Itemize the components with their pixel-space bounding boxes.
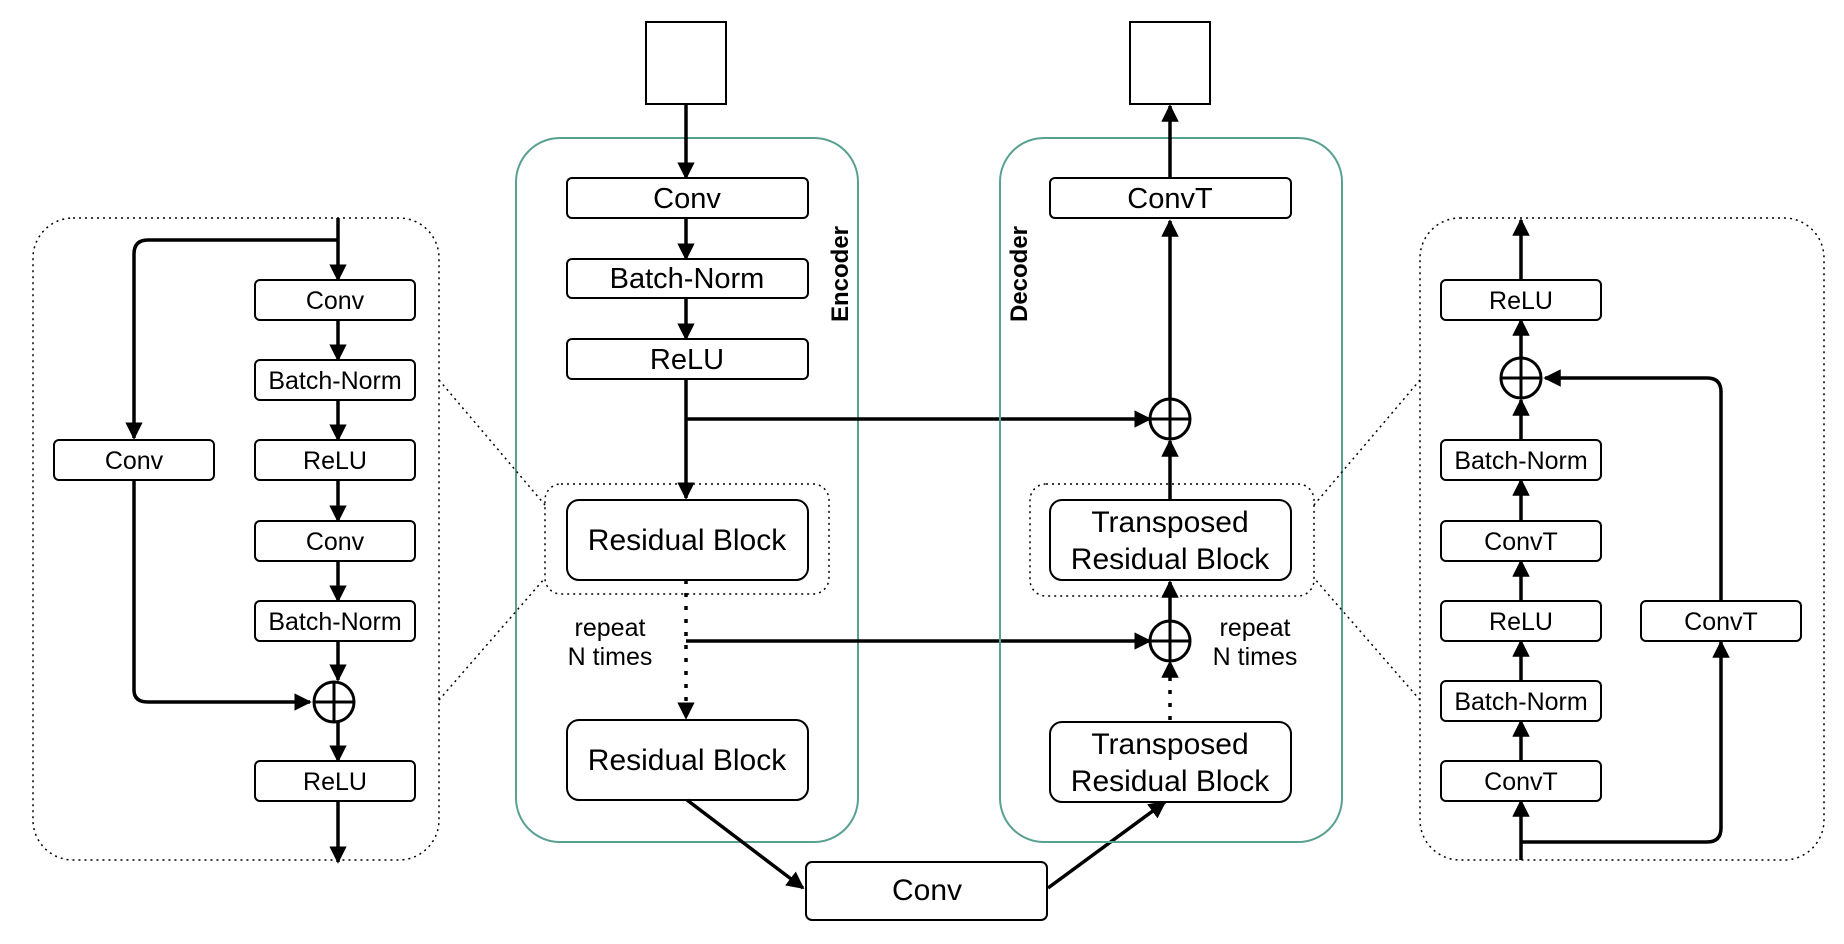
residual-detail-batchnorm-1 [254,359,416,401]
decoder-transposed-block-1 [1049,499,1292,581]
decoder-add-icon-1 [1148,397,1192,441]
residual-detail-relu-2-label: ReLU [303,768,367,796]
decoder-repeat-label-line1: repeat [1220,614,1291,642]
decoder-convt [1049,177,1292,219]
transposed-detail-relu-label: ReLU [1489,608,1553,636]
encoder-title: Encoder [827,226,854,322]
residual-detail-border [32,217,440,861]
residual-detail-batchnorm-2 [254,600,416,642]
decoder-transposed-block-2 [1049,721,1292,803]
zoom-line-right-top [1313,379,1421,506]
transposed-detail-batchnorm-2-label: Batch-Norm [1454,688,1587,716]
encoder-relu [566,338,809,380]
transposed-detail-batchnorm-1-label: Batch-Norm [1454,447,1587,475]
residual-detail-relu-2 [254,760,416,802]
zoom-line-left-bottom [438,577,546,701]
decoder-add-icon-2 [1148,619,1192,663]
residual-block-detail-panel: Conv Batch-Norm ReLU Conv Batch-Norm ReL… [32,217,440,864]
transposed-detail-convt-2 [1440,760,1602,802]
bottleneck-conv [805,861,1048,921]
decoder-title: Decoder [1006,226,1033,322]
residual-detail-conv-2-label: Conv [306,528,365,556]
decoder-transposed-block-2-line2: Residual Block [1071,765,1270,798]
transposed-detail-batchnorm-1 [1440,439,1602,481]
transposed-detail-add-icon [1499,356,1543,400]
encoder-residual-block-2-label: Residual Block [588,744,787,777]
encoder-residual-block-1-label: Residual Block [588,524,787,557]
transposed-block-highlight [1029,483,1315,597]
transposed-detail-skip-convt [1640,600,1802,642]
zoom-line-right-bottom [1313,577,1421,701]
encoder-batchnorm [566,258,809,299]
transposed-detail-relu-top-label: ReLU [1489,287,1553,315]
residual-block-highlight [544,483,830,595]
encoder-residual-block-1 [566,499,809,581]
residual-detail-conv-2 [254,520,416,562]
decoder-repeat-label-line2: N times [1213,643,1298,671]
transposed-detail-convt-1-label: ConvT [1484,528,1558,556]
transposed-detail-convt-2-label: ConvT [1484,768,1558,796]
transposed-detail-border [1419,217,1825,861]
encoder-repeat-label-line1: repeat [575,614,646,642]
decoder-transposed-block-2-line1: Transposed [1091,728,1248,761]
bottleneck-conv-label: Conv [892,874,962,907]
transposed-detail-relu [1440,600,1602,642]
residual-detail-batchnorm-2-label: Batch-Norm [268,608,401,636]
residual-detail-conv-1 [254,279,416,321]
encoder-relu-label: ReLU [650,344,724,376]
transposed-block-detail-panel: ReLU Batch-Norm ConvT ReLU Batch-Norm Co… [1419,217,1825,861]
decoder-output-box [1129,21,1211,105]
residual-detail-add-icon [312,680,356,724]
decoder-group: Decoder ConvT Transposed Residual Block … [999,21,1343,843]
transposed-detail-relu-top [1440,279,1602,321]
residual-detail-skip-conv-label: Conv [105,447,164,475]
residual-detail-relu-1-label: ReLU [303,447,367,475]
encoder-repeat-label-line2: N times [568,643,653,671]
decoder-convt-label: ConvT [1127,183,1213,215]
encoder-conv [566,177,809,219]
decoder-transposed-block-1-line1: Transposed [1091,506,1248,539]
encoder-input-box [645,21,727,105]
encoder-conv-label: Conv [653,183,721,215]
encoder-group: Encoder Conv Batch-Norm ReLU Residual Bl… [515,21,1152,843]
residual-detail-batchnorm-1-label: Batch-Norm [268,367,401,395]
residual-detail-conv-1-label: Conv [306,287,365,315]
transposed-detail-skip-convt-label: ConvT [1684,608,1758,636]
decoder-transposed-block-1-line2: Residual Block [1071,543,1270,576]
residual-detail-skip-conv [53,439,215,481]
transposed-detail-batchnorm-2 [1440,680,1602,722]
zoom-line-left-top [438,379,546,506]
residual-detail-relu-1 [254,439,416,481]
transposed-detail-convt-1 [1440,520,1602,562]
encoder-batchnorm-label: Batch-Norm [610,263,765,295]
